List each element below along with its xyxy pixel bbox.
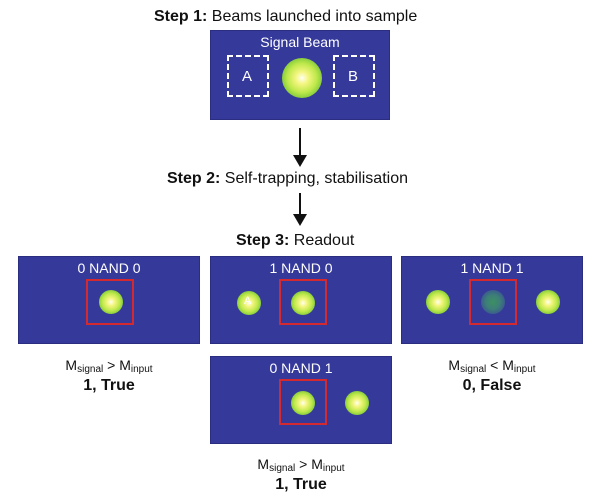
caption-m: M: [257, 456, 270, 472]
panel-1-nand-0-title: 1 NAND 0: [269, 260, 333, 276]
arrow-1-head: [293, 155, 307, 167]
step3-title: Step 3: Readout: [236, 232, 354, 250]
input-spot-a-label: A: [244, 295, 252, 307]
signal-beam-panel: Signal Beam A B: [210, 30, 390, 120]
input-box-a: A: [227, 55, 269, 97]
caption-result: 0, False: [462, 377, 522, 394]
panel-0-nand-0: 0 NAND 0: [18, 256, 200, 344]
signal-spot-dim: [481, 290, 505, 314]
caption-op: <: [486, 357, 503, 373]
input-spot-b: [536, 290, 560, 314]
panel-0-nand-1-title: 0 NAND 1: [269, 360, 333, 376]
input-spot-a: [426, 290, 450, 314]
input-spot-a: [237, 291, 261, 315]
caption-result: 1, True: [83, 377, 135, 394]
signal-beam-spot: [282, 58, 322, 98]
step2-text: Self-trapping, stabilisation: [220, 170, 408, 187]
panel-1-nand-1: 1 NAND 1: [401, 256, 583, 344]
panel-0-nand-1: 0 NAND 1: [210, 356, 392, 444]
caption-m2: M: [502, 357, 514, 373]
readout-box: [279, 379, 327, 425]
signal-beam-title: Signal Beam: [260, 34, 340, 50]
step2-label: Step 2:: [167, 170, 221, 187]
signal-spot: [291, 391, 315, 415]
caption-1-nand-1: Msignal < Minput 0, False: [401, 357, 583, 395]
signal-spot: [99, 290, 123, 314]
input-spot-b: [345, 391, 369, 415]
step1-text: Beams launched into sample: [207, 8, 418, 25]
caption-0-nand-0: Msignal > Minput 1, True: [18, 357, 200, 395]
caption-result: 1, True: [275, 476, 327, 493]
caption-signal-sub: signal: [77, 364, 104, 375]
readout-box: [279, 279, 327, 325]
step1-title: Step 1: Beams launched into sample: [154, 8, 417, 26]
readout-box: [86, 279, 134, 325]
signal-spot: [291, 291, 315, 315]
step3-text: Readout: [289, 232, 355, 249]
input-box-b-label: B: [348, 68, 359, 85]
step2-title: Step 2: Self-trapping, stabilisation: [167, 170, 408, 188]
caption-input-sub: input: [322, 463, 345, 474]
arrow-1-shaft: [299, 128, 301, 156]
caption-op: >: [295, 456, 312, 472]
panel-1-nand-0: 1 NAND 0 A: [210, 256, 392, 344]
arrow-2-shaft: [299, 193, 301, 215]
caption-signal-sub: signal: [460, 364, 487, 375]
caption-0-nand-1: Msignal > Minput 1, True: [210, 456, 392, 494]
panel-1-nand-1-title: 1 NAND 1: [460, 260, 524, 276]
caption-input-sub: input: [130, 364, 153, 375]
step3-label: Step 3:: [236, 232, 290, 249]
step1-label: Step 1:: [154, 8, 208, 25]
caption-input-sub: input: [513, 364, 536, 375]
input-box-b: B: [333, 55, 375, 97]
caption-signal-sub: signal: [269, 463, 296, 474]
input-box-a-label: A: [242, 68, 253, 85]
panel-0-nand-0-title: 0 NAND 0: [77, 260, 141, 276]
caption-m: M: [65, 357, 78, 373]
caption-op: >: [103, 357, 120, 373]
caption-m: M: [448, 357, 461, 373]
readout-box: [469, 279, 517, 325]
arrow-2-head: [293, 214, 307, 226]
caption-m2: M: [311, 456, 323, 472]
caption-m2: M: [119, 357, 131, 373]
